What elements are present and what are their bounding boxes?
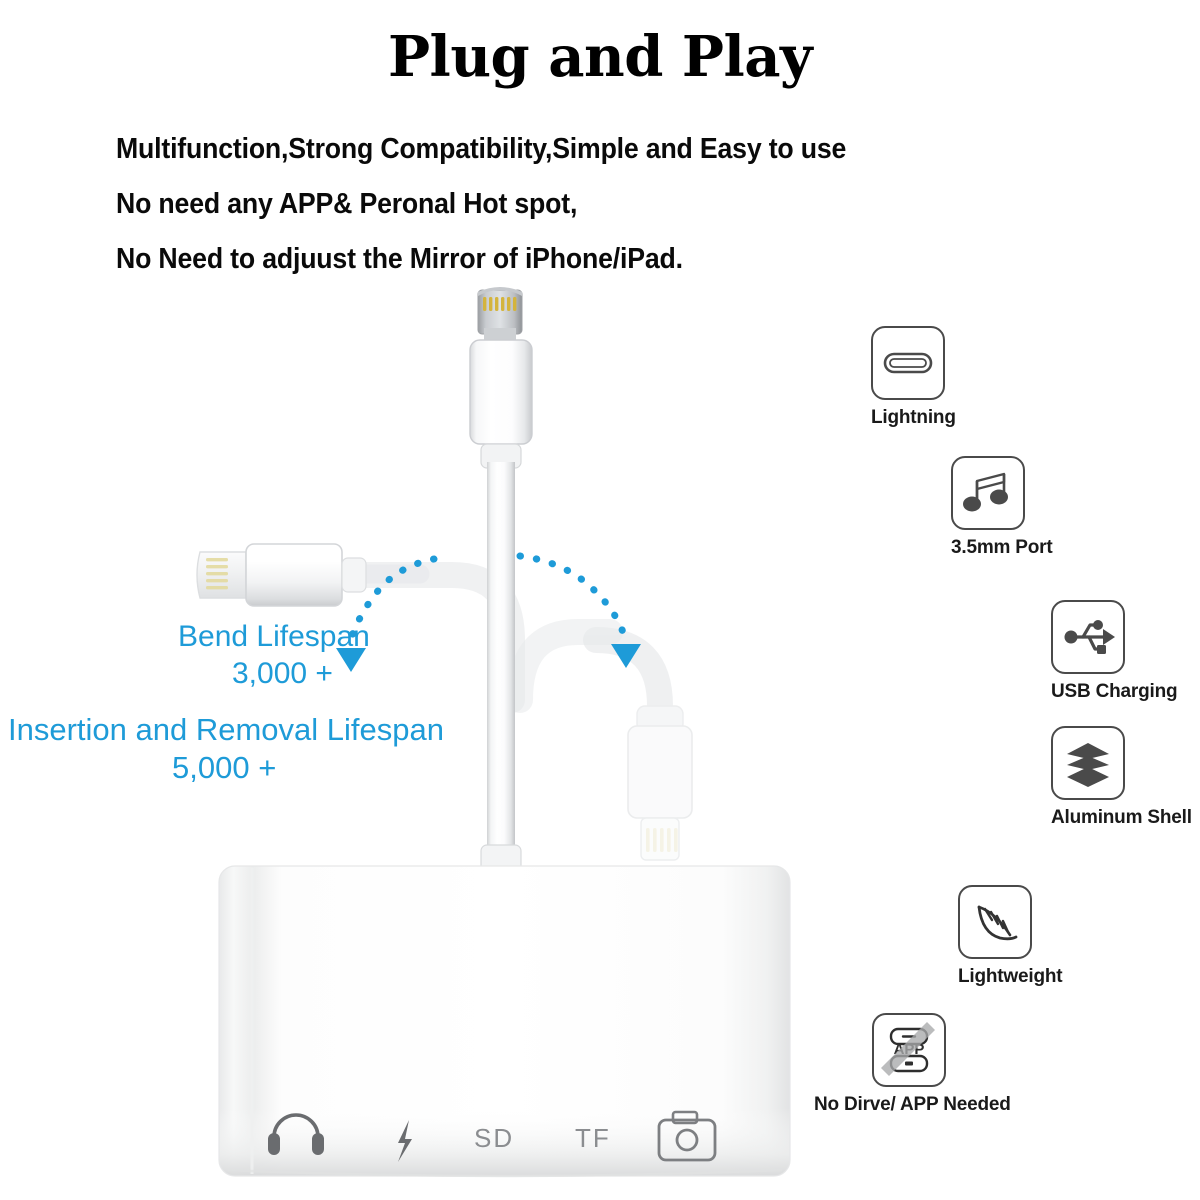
feature-label-no-app-needed: No Dirve/ APP Needed — [814, 1094, 1011, 1115]
feature-label-aluminum-shell: Aluminum Shell — [1051, 807, 1192, 828]
insertion-lifespan-label: Insertion and Removal Lifespan — [8, 712, 444, 747]
page-title: Plug and Play — [387, 24, 813, 90]
bend-lifespan-value: 3,000 + — [232, 657, 333, 690]
feature-label-lightweight: Lightweight — [958, 966, 1063, 987]
headphone-icon — [268, 1113, 324, 1155]
feature-no-app-needed: APP No Dirve/ APP Needed — [814, 1013, 1072, 1116]
ghost-cable-right — [507, 619, 623, 713]
feather-icon — [958, 885, 1032, 959]
subtitle-line-2: No need any APP& Peronal Hot spot, — [116, 188, 578, 220]
app-crossed-out-icon: APP — [872, 1013, 946, 1087]
usb-trident-icon — [1051, 600, 1125, 674]
feature-label-usb-charging: USB Charging — [1051, 681, 1178, 702]
stacked-layers-icon — [1051, 726, 1125, 800]
side-lightning-connector — [196, 543, 430, 607]
bend-arrow-right — [516, 552, 641, 668]
ghost-connector-right — [583, 627, 693, 861]
feature-headphone-port: 3.5mm Port — [951, 456, 1151, 559]
feature-usb-charging: USB Charging — [1051, 600, 1200, 703]
feature-lightning: Lightning — [871, 326, 1071, 429]
adapter-body — [218, 865, 791, 1178]
adapter-port-label-tf: TF — [575, 1123, 611, 1153]
adapter-port-icons — [268, 1110, 717, 1162]
bend-lifespan-label: Bend Lifespan — [178, 620, 370, 653]
lightning-port-icon — [871, 326, 945, 400]
insertion-lifespan-value: 5,000 + — [172, 750, 277, 785]
subtitle-line-3: No Need to adjuust the Mirror of iPhone/… — [116, 243, 683, 275]
lightning-bolt-icon — [398, 1120, 412, 1162]
feature-label-lightning: Lightning — [871, 407, 956, 428]
feature-lightweight: Lightweight — [958, 885, 1158, 988]
main-lightning-connector — [469, 287, 533, 872]
feature-aluminum-shell: Aluminum Shell — [1051, 726, 1200, 829]
camera-icon — [657, 1110, 717, 1162]
feature-label-headphone-port: 3.5mm Port — [951, 537, 1053, 558]
bend-arrow-left — [336, 555, 438, 672]
music-note-icon — [951, 456, 1025, 530]
adapter-port-label-sd: SD — [474, 1123, 515, 1153]
subtitle-line-1: Multifunction,Strong Compatibility,Simpl… — [116, 133, 847, 165]
